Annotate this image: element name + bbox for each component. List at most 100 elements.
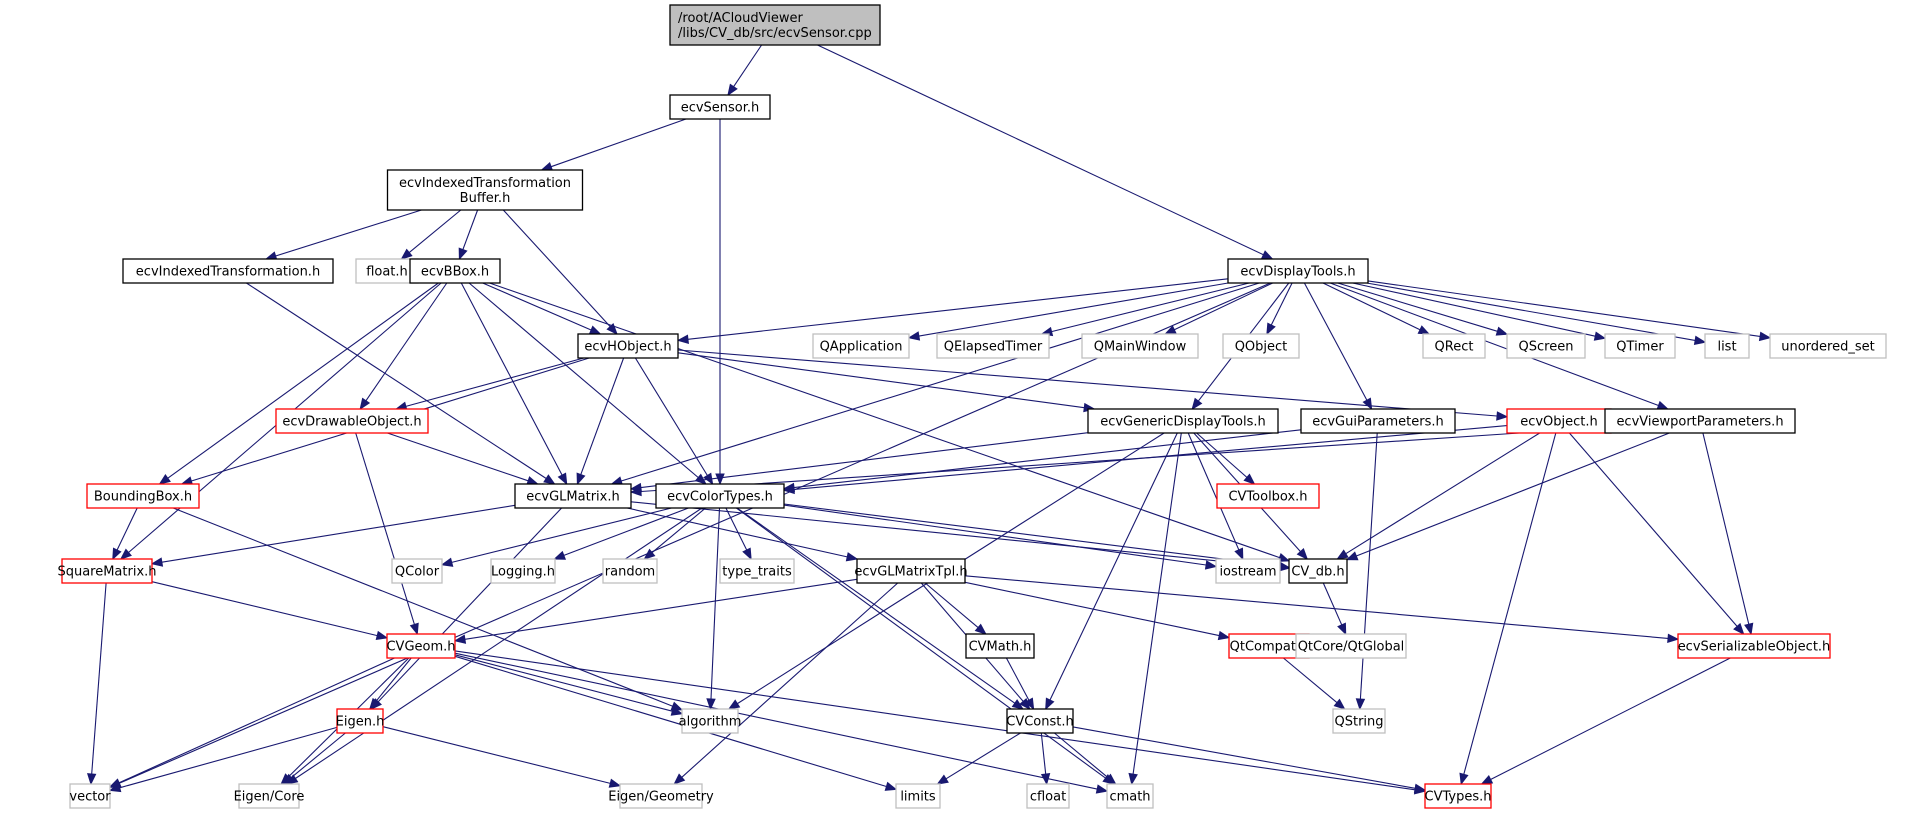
- node-label: ecvGLMatrixTpl.h: [854, 565, 967, 580]
- node-ecvHObject[interactable]: ecvHObject.h: [577, 333, 679, 359]
- arrowhead-icon: [1413, 783, 1427, 793]
- edge-line: [736, 507, 1016, 704]
- edge-line: [964, 575, 1669, 639]
- edge-ecvGuiParameters-to-QString: [1355, 432, 1378, 711]
- node-EigenGeometry: Eigen/Geometry: [608, 783, 714, 809]
- edge-line: [1352, 282, 1596, 337]
- node-ecvGenericDisplayTools[interactable]: ecvGenericDisplayTools.h: [1087, 408, 1279, 434]
- node-Logging: Logging.h: [490, 558, 556, 584]
- node-box: [1332, 708, 1386, 734]
- node-CVToolbox[interactable]: CVToolbox.h: [1216, 483, 1320, 509]
- edge-line: [677, 352, 1085, 409]
- node-label: CVTypes.h: [1425, 790, 1492, 805]
- edge-line: [710, 507, 721, 700]
- node-iostream: iostream: [1215, 558, 1281, 584]
- arrowhead-icon: [588, 325, 602, 335]
- arrowhead-icon: [643, 548, 656, 560]
- arrowhead-icon: [440, 557, 454, 567]
- arrowhead-icon: [1243, 473, 1256, 485]
- edge-line: [1337, 282, 1498, 332]
- arrowhead-icon: [557, 472, 568, 486]
- node-QObject: QObject: [1222, 333, 1300, 359]
- arrowhead-icon: [1164, 325, 1177, 335]
- node-ecvGLMatrix[interactable]: ecvGLMatrix.h: [514, 483, 632, 509]
- node-label: cfloat: [1030, 790, 1066, 805]
- node-CVConst[interactable]: CVConst.h: [1006, 708, 1074, 734]
- node-box: [1506, 333, 1586, 359]
- edge-line: [1283, 657, 1338, 704]
- node-BoundingBox[interactable]: BoundingBox.h: [86, 483, 200, 509]
- node-ecvDisplayTools[interactable]: ecvDisplayTools.h: [1227, 258, 1369, 284]
- node-ecvViewportParameters[interactable]: ecvViewportParameters.h: [1604, 408, 1796, 434]
- node-CVTypes[interactable]: CVTypes.h: [1424, 783, 1492, 809]
- edge-CVConst-to-cfloat: [1040, 732, 1051, 786]
- edge-ecvGenericDisplayTools-to-CVConst: [1045, 432, 1178, 711]
- edge-line: [687, 278, 1229, 340]
- node-label: cmath: [1109, 790, 1150, 805]
- node-label: ecvObject.h: [1520, 415, 1598, 430]
- arrowhead-icon: [727, 699, 741, 710]
- node-label: unordered_set: [1781, 340, 1874, 355]
- edge-ecvSensor-to-ecvIndexedTransformationBuffer: [540, 118, 687, 171]
- edge-line: [964, 581, 1220, 637]
- node-box: [577, 333, 679, 359]
- edge-ecvColorTypes-to-EigenCore: [285, 507, 703, 785]
- node-CVGeom[interactable]: CVGeom.h: [386, 633, 456, 659]
- node-box: [61, 558, 153, 584]
- node-ecvSensor[interactable]: ecvSensor.h: [669, 94, 771, 120]
- node-ecvObject[interactable]: ecvObject.h: [1506, 408, 1612, 434]
- edge-ecvGLMatrixTpl-to-CVMath: [924, 582, 987, 635]
- node-ecvColorTypes[interactable]: ecvColorTypes.h: [655, 483, 785, 509]
- node-ecvGuiParameters[interactable]: ecvGuiParameters.h: [1300, 408, 1456, 434]
- arrowhead-icon: [1355, 698, 1366, 711]
- node-CV_db[interactable]: CV_db.h: [1288, 558, 1348, 584]
- arrowhead-icon: [87, 773, 97, 786]
- arrowhead-icon: [108, 783, 122, 793]
- node-box: [1081, 333, 1199, 359]
- node-box: [669, 94, 771, 120]
- edge-ecvObject-to-ecvSerializableObject: [1568, 432, 1745, 636]
- node-ecvDrawableObject[interactable]: ecvDrawableObject.h: [275, 408, 429, 434]
- arrowhead-icon: [1191, 397, 1203, 411]
- node-ecvSerializableObject[interactable]: ecvSerializableObject.h: [1677, 633, 1831, 659]
- edge-ecvGLMatrix-to-ecvGLMatrixTpl: [626, 507, 859, 562]
- edge-ecvDisplayTools-to-QObject: [1266, 282, 1293, 336]
- edge-ecvColorTypes-to-type_traits: [725, 507, 752, 561]
- arrowhead-icon: [742, 547, 752, 561]
- edge-CV_db-to-QtGlobal: [1322, 582, 1347, 636]
- node-Eigen[interactable]: Eigen.h: [336, 708, 385, 734]
- edge-ecvColorTypes-to-CVConst: [736, 507, 1024, 710]
- node-SquareMatrix[interactable]: SquareMatrix.h: [57, 558, 157, 584]
- edge-line: [1463, 432, 1557, 775]
- edge-line: [733, 44, 763, 88]
- edge-SquareMatrix-to-CVGeom: [151, 581, 389, 640]
- edge-ecvViewportParameters-to-ecvSerializableObject: [1702, 432, 1754, 636]
- arrowhead-icon: [400, 248, 413, 260]
- edge-line: [563, 507, 689, 556]
- arrowhead-icon: [1104, 773, 1117, 785]
- edge-line: [375, 657, 412, 702]
- node-label: Logging.h: [491, 565, 555, 580]
- arrowhead-icon: [1204, 560, 1218, 570]
- edge-line: [295, 507, 703, 779]
- node-ecvBBox[interactable]: ecvBBox.h: [409, 258, 501, 284]
- node-label: /libs/CV_db/src/ecvSensor.cpp: [678, 26, 872, 41]
- node-ecvGLMatrixTpl[interactable]: ecvGLMatrixTpl.h: [854, 558, 968, 584]
- node-box: [1604, 333, 1676, 359]
- edge-line: [462, 209, 479, 250]
- edge-CVConst-to-limits: [936, 732, 1021, 785]
- node-CVMath[interactable]: CVMath.h: [965, 633, 1035, 659]
- edge-BoundingBox-to-algorithm: [172, 507, 684, 711]
- node-box: [355, 258, 419, 284]
- node-box: [965, 633, 1035, 659]
- arrowhead-icon: [1758, 331, 1772, 342]
- edge-line: [454, 654, 673, 712]
- node-box: [275, 408, 429, 434]
- node-ecvIndexedTransformation[interactable]: ecvIndexedTransformation.h: [122, 258, 334, 284]
- edge-line: [454, 650, 1416, 791]
- edge-root-to-ecvSensor: [727, 44, 763, 97]
- node-label: ecvSerializableObject.h: [1678, 640, 1831, 655]
- node-cfloat: cfloat: [1026, 783, 1070, 809]
- node-root[interactable]: /root/ACloudViewer/libs/CV_db/src/ecvSen…: [669, 4, 881, 46]
